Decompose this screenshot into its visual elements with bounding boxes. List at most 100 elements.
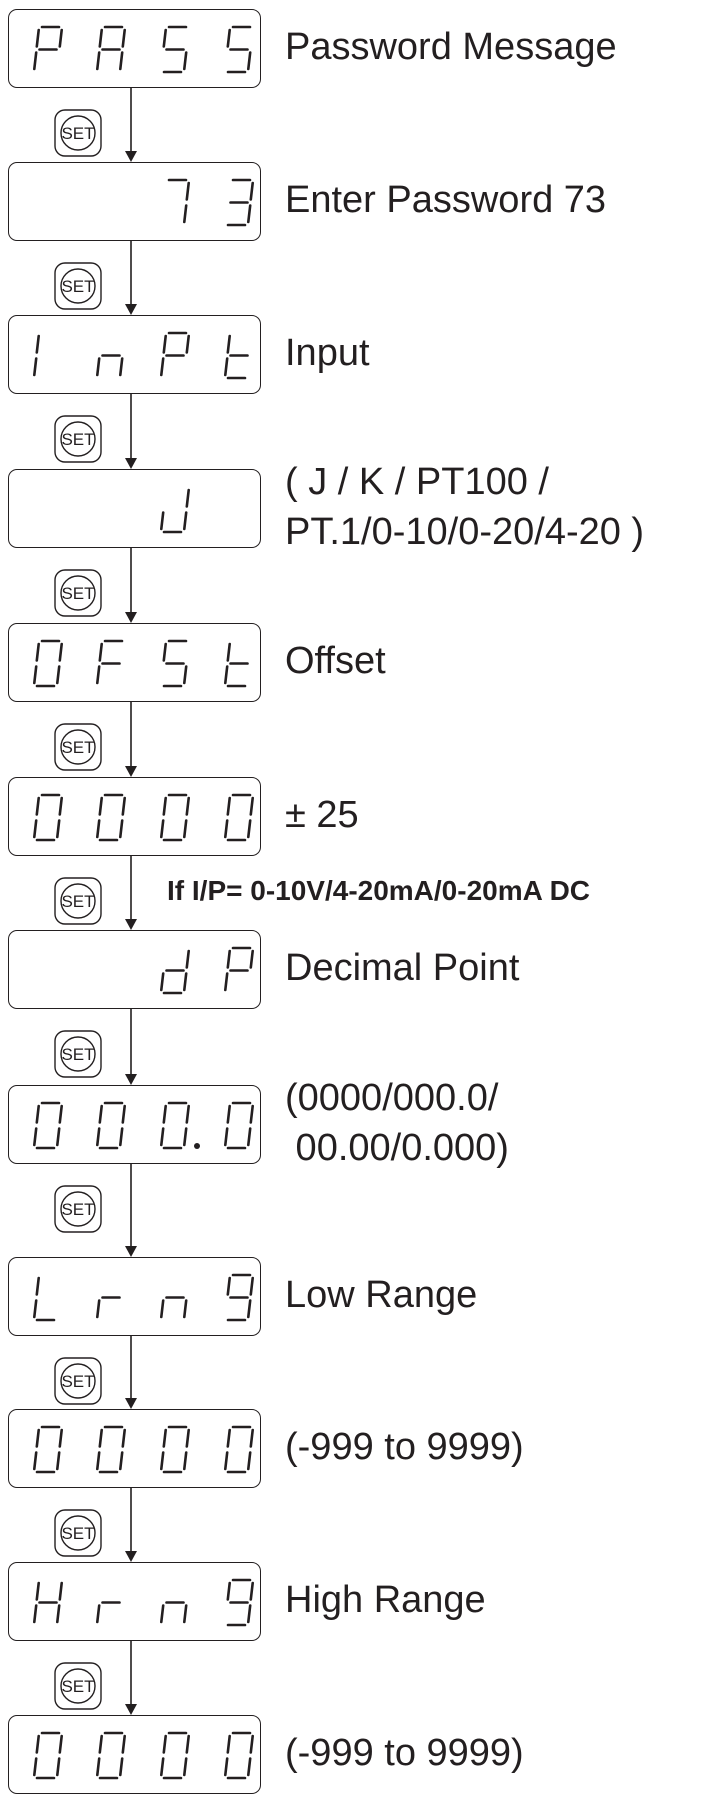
arrow-head-icon	[125, 766, 137, 777]
set-button[interactable]: SET	[54, 1662, 102, 1710]
lcd-digit	[226, 25, 252, 74]
lcd-digit	[162, 25, 188, 74]
set-button-label: SET	[61, 430, 94, 449]
lcd-digit	[33, 334, 40, 377]
lcd-digit	[160, 1101, 200, 1150]
step-description: Low Range	[285, 1270, 477, 1320]
lcd-digit	[162, 639, 188, 688]
lcd-digit	[33, 1581, 63, 1624]
lcd-digit	[224, 793, 254, 842]
lcd-display	[8, 930, 261, 1009]
set-button[interactable]: SET	[54, 1030, 102, 1078]
lcd-display	[8, 1562, 261, 1641]
set-button[interactable]: SET	[54, 877, 102, 925]
lcd-digit	[96, 1731, 126, 1780]
step-description: High Range	[285, 1575, 486, 1625]
seven-segment-readout	[33, 1731, 254, 1780]
set-button[interactable]: SET	[54, 569, 102, 617]
set-button[interactable]: SET	[54, 1509, 102, 1557]
set-button[interactable]: SET	[54, 1185, 102, 1233]
set-button-label: SET	[61, 738, 94, 757]
step-description: ± 25	[285, 790, 359, 840]
lcd-display	[8, 9, 261, 88]
description-line: Low Range	[285, 1273, 478, 1316]
seven-segment-readout	[33, 1101, 254, 1150]
lcd-display	[8, 315, 261, 394]
lcd-digit	[33, 1425, 63, 1474]
set-button[interactable]: SET	[54, 109, 102, 157]
lcd-digit	[167, 178, 190, 224]
lcd-digit	[224, 1731, 254, 1780]
lcd-digit	[224, 642, 249, 688]
seven-segment-readout	[160, 488, 190, 534]
step-description: Enter Password 73	[285, 175, 606, 225]
lcd-digit	[224, 1425, 254, 1474]
set-button[interactable]: SET	[54, 1357, 102, 1405]
set-button-label: SET	[61, 277, 94, 296]
lcd-digit	[160, 1425, 190, 1474]
lcd-digit	[96, 639, 124, 685]
lcd-digit	[96, 1425, 126, 1474]
lcd-digit	[33, 1276, 56, 1322]
description-line: (0000/000.0/	[285, 1076, 499, 1119]
arrow-head-icon	[125, 612, 137, 623]
lcd-digit	[96, 793, 126, 842]
set-button-label: SET	[61, 584, 94, 603]
lcd-display	[8, 1257, 261, 1336]
description-line: ( J / K / PT100 /	[285, 460, 549, 503]
description-line: (-999 to 9999)	[285, 1731, 524, 1774]
set-button-label: SET	[61, 124, 94, 143]
lcd-display	[8, 1715, 261, 1794]
lcd-digit	[160, 331, 190, 377]
step-description: Input	[285, 328, 370, 378]
description-line: 00.00/0.000)	[285, 1126, 509, 1169]
lcd-digit	[224, 1101, 254, 1150]
step-description: (0000/000.0/ 00.00/0.000)	[285, 1073, 509, 1173]
lcd-digit	[224, 946, 254, 992]
lcd-digit	[160, 949, 190, 995]
description-line: Password Message	[285, 25, 617, 68]
seven-segment-readout	[33, 25, 252, 74]
lcd-digit	[96, 354, 124, 377]
lcd-digit	[33, 1101, 63, 1150]
lcd-display	[8, 1085, 261, 1164]
arrow-head-icon	[125, 151, 137, 162]
input-condition-note: If I/P= 0-10V/4-20mA/0-20mA DC	[167, 875, 591, 906]
lcd-digit	[33, 25, 63, 71]
step-description: (-999 to 9999)	[285, 1728, 524, 1778]
step-description: Offset	[285, 636, 386, 686]
set-button-label: SET	[61, 1524, 94, 1543]
set-button[interactable]: SET	[54, 723, 102, 771]
description-line: Enter Password 73	[285, 178, 607, 221]
lcd-digit	[160, 1296, 188, 1319]
arrow-head-icon	[125, 1551, 137, 1562]
set-button[interactable]: SET	[54, 262, 102, 310]
step-description: Password Message	[285, 22, 617, 72]
description-line: Offset	[285, 639, 386, 682]
arrow-head-icon	[125, 1074, 137, 1085]
seven-segment-readout	[167, 178, 254, 227]
step-description: (-999 to 9999)	[285, 1422, 524, 1472]
seven-segment-readout	[160, 946, 254, 995]
lcd-display	[8, 623, 261, 702]
seven-segment-readout	[33, 793, 254, 842]
lcd-digit	[226, 1273, 254, 1322]
seven-segment-readout	[33, 331, 249, 380]
decimal-point	[194, 1143, 200, 1149]
lcd-display	[8, 1409, 261, 1488]
lcd-digit	[226, 1578, 254, 1627]
set-button[interactable]: SET	[54, 415, 102, 463]
lcd-digit	[33, 639, 63, 688]
lcd-display	[8, 469, 261, 548]
seven-segment-readout	[33, 1425, 254, 1474]
description-line: ± 25	[285, 793, 359, 836]
lcd-display	[8, 162, 261, 241]
lcd-digit	[33, 1731, 63, 1780]
lcd-digit	[160, 1731, 190, 1780]
lcd-digit	[226, 178, 254, 227]
description-line: Decimal Point	[285, 946, 520, 989]
lcd-digit	[96, 1601, 121, 1624]
description-line: High Range	[285, 1578, 486, 1621]
set-button-label: SET	[61, 892, 94, 911]
